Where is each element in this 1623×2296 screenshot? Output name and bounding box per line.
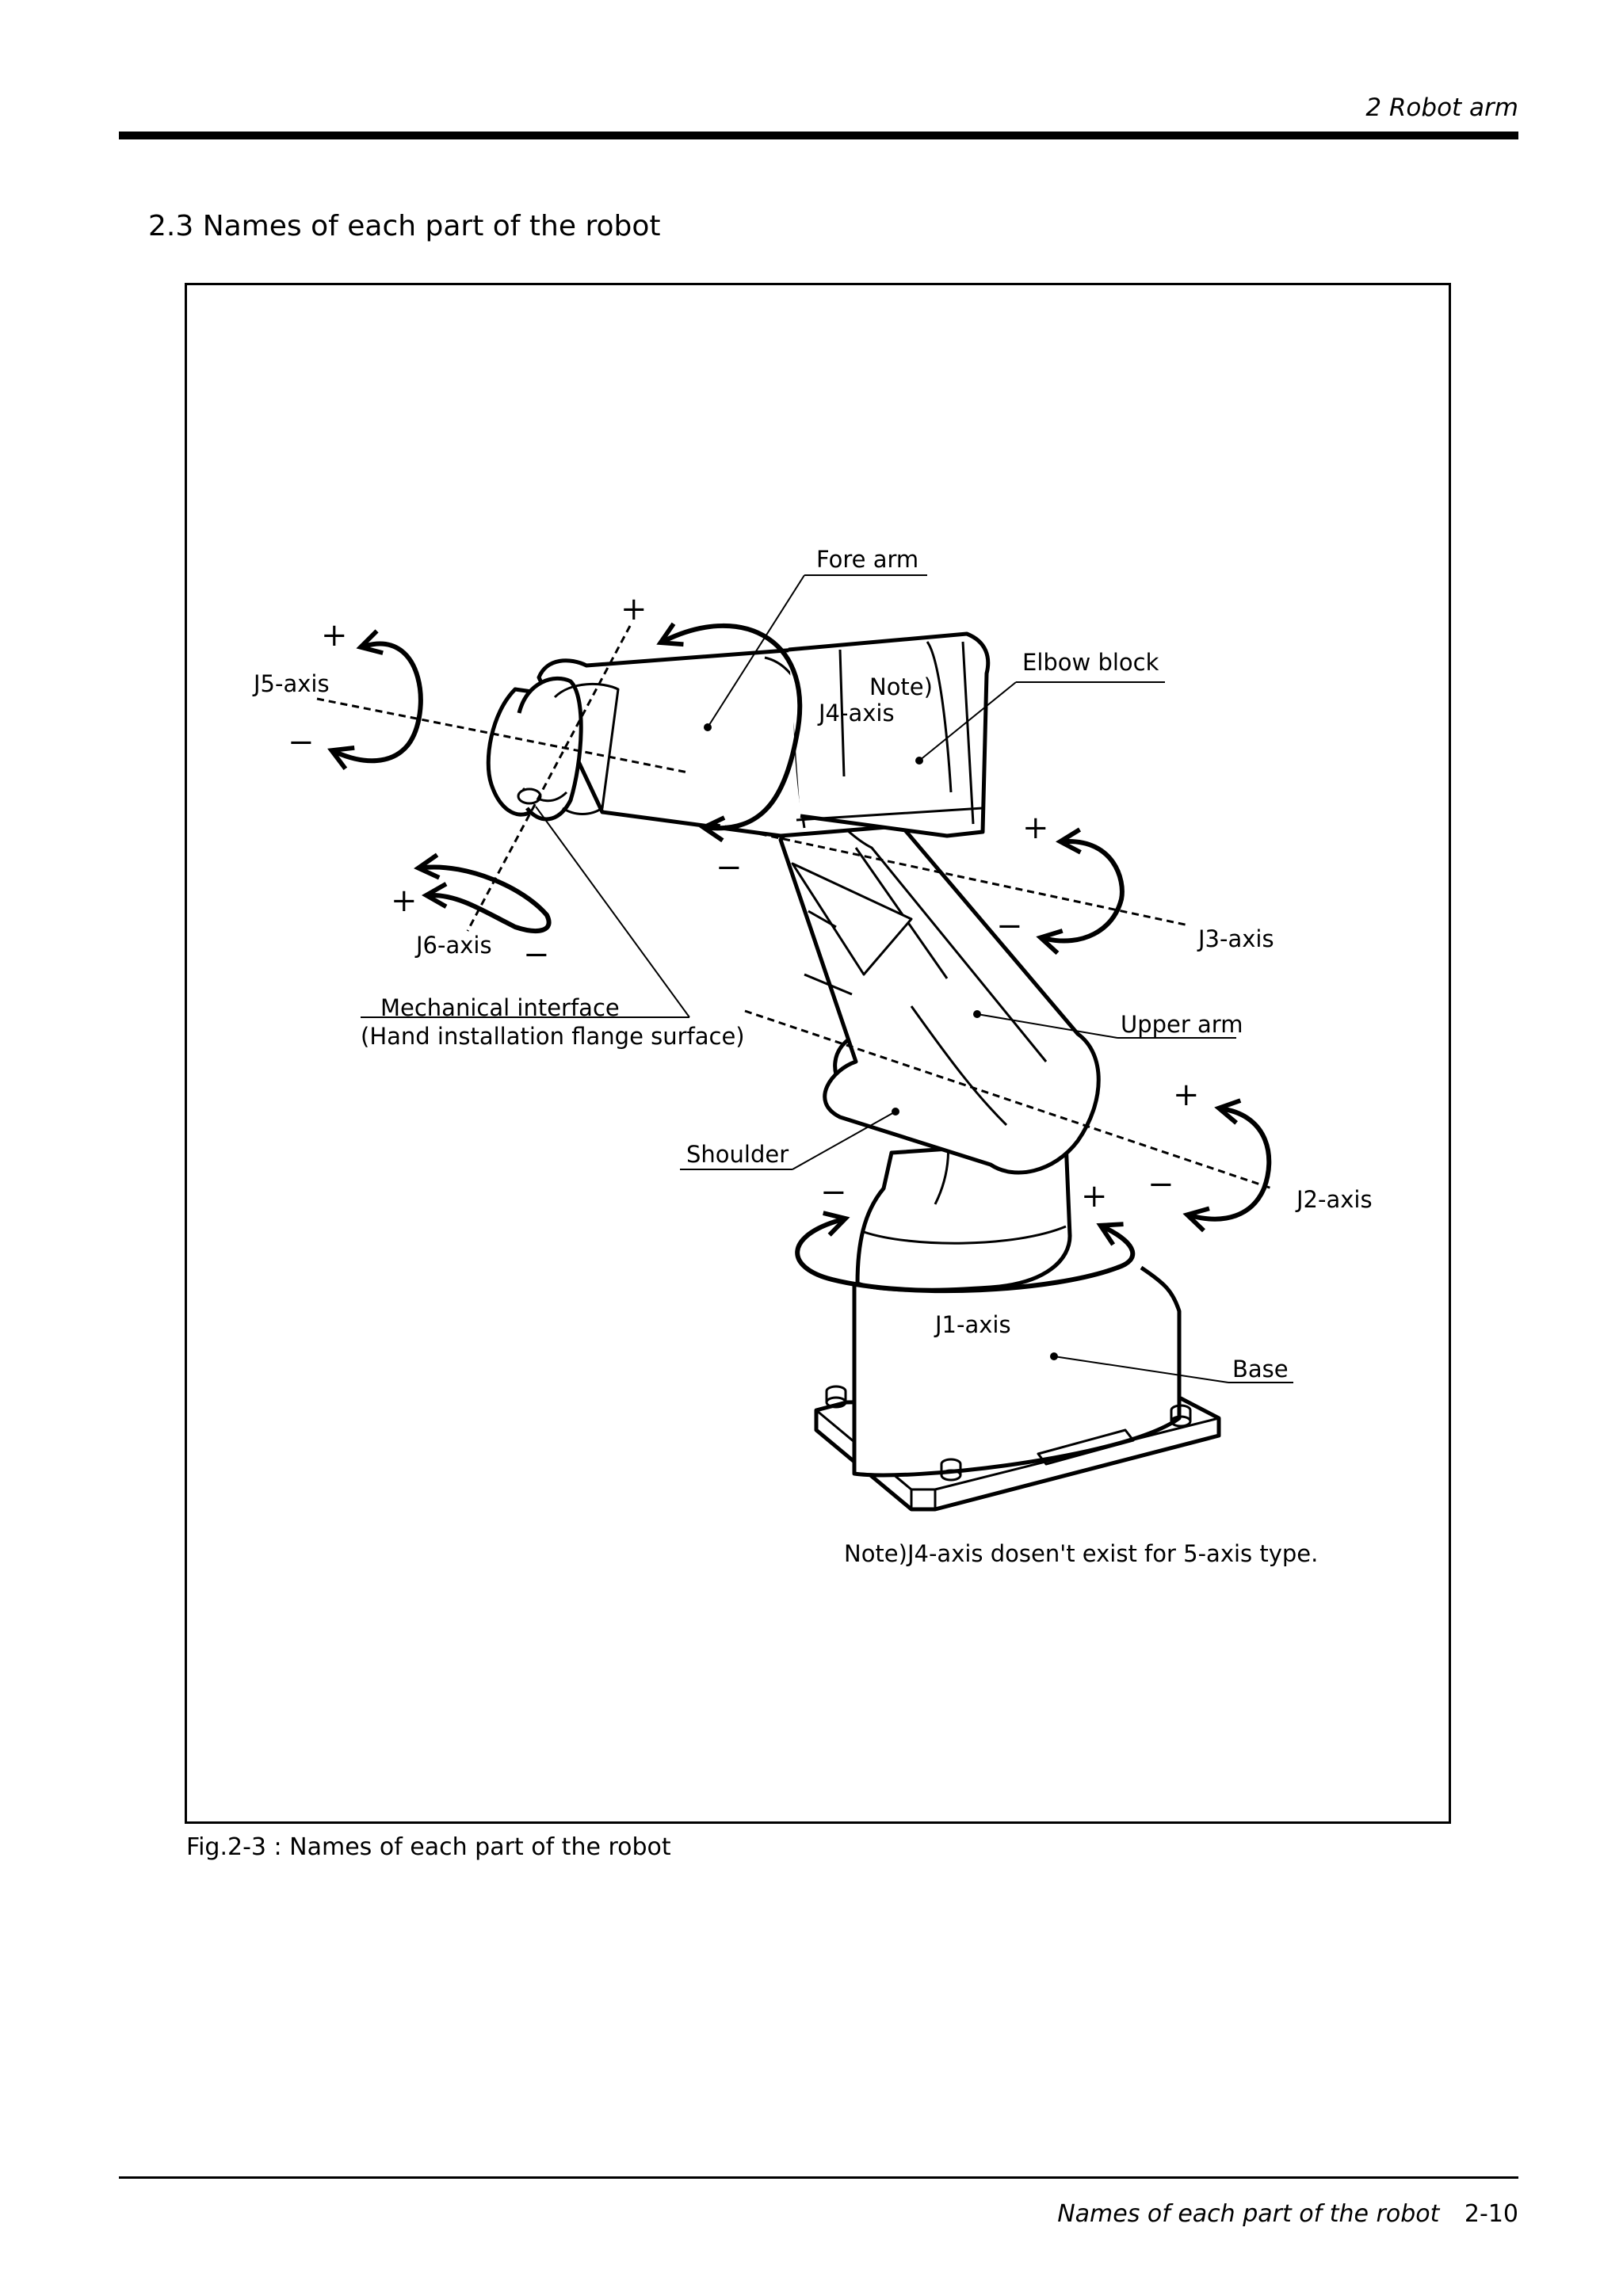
figure-labels: Fore arm Elbow block J5-axis Note) J4-ax… [252,546,1373,1567]
j3-rotation-arrow [1036,827,1125,955]
j6-plus: + [391,883,418,919]
j2-rotation-arrow [1182,1098,1272,1233]
j4-plus: + [621,591,647,627]
j1-minus: − [820,1174,847,1211]
label-note-mark: Note) [869,673,933,700]
label-base: Base [1232,1356,1289,1383]
page-header-chapter: 2 Robot arm [1365,93,1518,122]
label-fore-arm: Fore arm [816,546,918,573]
j1-plus: + [1081,1178,1108,1215]
j5-rotation-arrow [327,629,423,771]
figure-frame [185,283,1451,1824]
j3-axis-line [712,822,1190,927]
footer-title: Names of each part of the robot [1057,2200,1440,2228]
label-mech-interface-2: (Hand installation flange surface) [361,1023,745,1050]
page-footer: Names of each part of the robot 2-10 [1057,2200,1518,2228]
j2-plus: + [1173,1077,1200,1113]
label-shoulder: Shoulder [686,1141,789,1168]
label-j4-axis: J4-axis [817,700,895,727]
robot-base-drawing [814,1265,1221,1512]
label-mech-interface-1: Mechanical interface [380,994,620,1021]
label-j2-axis: J2-axis [1295,1186,1373,1213]
j4-rotation-arrow [656,622,803,843]
leader-lines [361,574,1293,1383]
robot-upper-arm-drawing [778,774,1101,1175]
j3-plus: + [1022,810,1049,846]
robot-forearm-drawing [537,631,991,838]
j2-minus: − [1148,1166,1174,1203]
footer-rule [119,2176,1518,2179]
j3-minus: − [996,908,1023,944]
label-j6-axis: J6-axis [414,932,492,959]
leader-dots [704,723,1058,1360]
j5-minus: − [288,724,315,761]
label-note: Note)J4-axis dosen't exist for 5-axis ty… [844,1540,1318,1567]
header-rule [119,132,1518,139]
j6-rotation-arrow [414,852,552,933]
label-j1-axis: J1-axis [934,1311,1011,1338]
direction-signs: + − + − + − + − + − − + [288,591,1200,1215]
label-j3-axis: J3-axis [1197,925,1274,952]
label-upper-arm: Upper arm [1121,1011,1243,1038]
j5-plus: + [321,617,348,654]
j1-rotation-arrow [795,1211,1136,1294]
page-number: 2-10 [1464,2200,1518,2228]
label-j5-axis: J5-axis [252,670,330,697]
figure-caption: Fig.2-3 : Names of each part of the robo… [186,1833,671,1861]
rotation-arrows [327,622,1272,1294]
j2-axis-line [744,1009,1273,1190]
robot-wrist-drawing [486,676,620,822]
section-title: 2.3 Names of each part of the robot [148,210,661,242]
label-elbow-block: Elbow block [1022,649,1159,676]
j6-minus: − [523,936,550,973]
j4-minus: − [716,849,743,886]
